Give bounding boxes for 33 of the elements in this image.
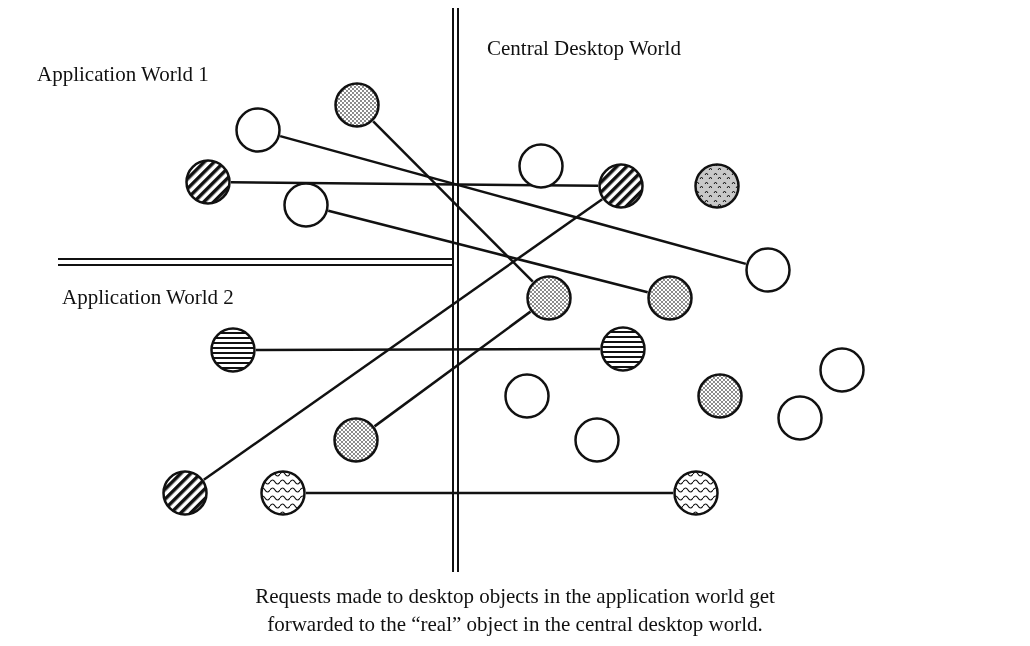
connector-line — [231, 180, 598, 188]
connector-line — [256, 347, 600, 352]
object-circle — [210, 327, 256, 373]
connector-line — [372, 120, 534, 283]
object-circle — [673, 470, 719, 516]
object-circle — [598, 163, 644, 209]
object-circle — [526, 275, 572, 321]
connector-line — [306, 491, 673, 495]
world-label: Central Desktop World — [487, 36, 681, 61]
world-label: Application World 2 — [62, 285, 234, 310]
object-circle — [694, 163, 740, 209]
connector-line — [203, 198, 603, 481]
connector-line — [327, 209, 649, 294]
object-circle — [600, 326, 646, 372]
object-circle — [235, 107, 281, 153]
object-circle — [777, 395, 823, 441]
object-circle — [647, 275, 693, 321]
object-circle — [260, 470, 306, 516]
object-circle — [518, 143, 564, 189]
connector-line — [373, 310, 532, 428]
object-circle — [185, 159, 231, 205]
object-circle — [162, 470, 208, 516]
object-circle — [574, 417, 620, 463]
object-circle — [697, 373, 743, 419]
object-circle — [504, 373, 550, 419]
object-circle — [819, 347, 865, 393]
object-circle — [334, 82, 380, 128]
object-circle — [283, 182, 329, 228]
connector-line — [279, 134, 747, 266]
world-label: Application World 1 — [37, 62, 209, 87]
caption: Requests made to desktop objects in the application world get forwarded to the “real” object in the central desktop world. — [254, 583, 776, 638]
object-circle — [333, 417, 379, 463]
object-circle — [745, 247, 791, 293]
